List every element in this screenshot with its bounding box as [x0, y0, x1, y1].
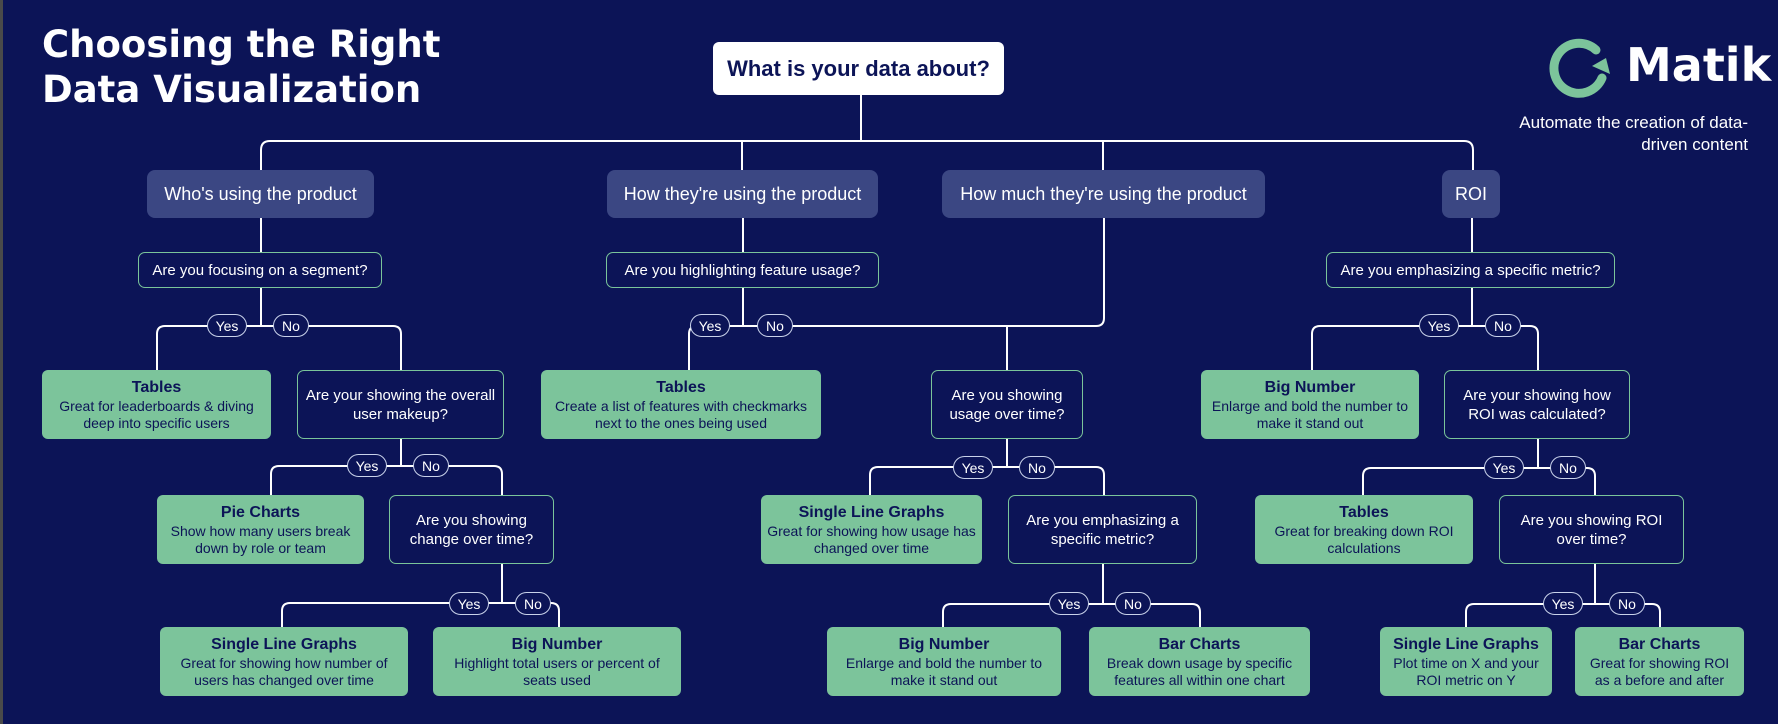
question-roi-calculated: Are your showing how ROI was calculated? — [1444, 370, 1630, 439]
answer-big-number-roi: Big Number Enlarge and bold the number t… — [1201, 370, 1419, 439]
no-pill: No — [273, 314, 309, 337]
answer-tables-features: Tables Create a list of features with ch… — [541, 370, 821, 439]
yes-pill: Yes — [347, 454, 387, 477]
answer-pie-charts: Pie Charts Show how many users break dow… — [157, 495, 364, 564]
brand-tagline: Automate the creation of data-driven con… — [1519, 113, 1748, 154]
answer-title: Bar Charts — [1158, 635, 1241, 653]
question-user-makeup: Are your showing the overall user makeup… — [297, 370, 504, 439]
question-specific-metric-usage: Are you emphasizing a specific metric? — [1008, 495, 1197, 564]
yes-pill: Yes — [207, 314, 247, 337]
question-usage-over-time: Are you showing usage over time? — [931, 370, 1083, 439]
left-edge-strip — [0, 0, 3, 724]
answer-title: Single Line Graphs — [211, 635, 357, 653]
category-roi: ROI — [1442, 170, 1500, 218]
question-change-over-time: Are you showing change over time? — [389, 495, 554, 564]
answer-description: Break down usage by specific features al… — [1106, 654, 1293, 688]
answer-title: Big Number — [898, 635, 990, 653]
answer-title: Big Number — [1264, 378, 1356, 396]
question-feature-usage: Are you highlighting feature usage? — [606, 252, 879, 288]
answer-title: Single Line Graphs — [798, 503, 945, 521]
no-pill: No — [1115, 592, 1151, 615]
answer-description: Great for leaderboards & diving deep int… — [59, 397, 254, 431]
answer-description: Great for showing ROI as a before and af… — [1589, 654, 1730, 688]
no-pill: No — [1019, 456, 1055, 479]
yes-pill: Yes — [1543, 592, 1583, 615]
answer-title: Big Number — [511, 635, 603, 653]
answer-bar-charts-usage: Bar Charts Break down usage by specific … — [1089, 627, 1310, 696]
answer-title: Tables — [1339, 503, 1389, 521]
answer-line-graphs-usage: Single Line Graphs Great for showing how… — [761, 495, 982, 564]
question-specific-metric-roi: Are you emphasizing a specific metric? — [1326, 252, 1615, 288]
answer-tables-leaderboards: Tables Great for leaderboards & diving d… — [42, 370, 271, 439]
answer-title: Bar Charts — [1618, 635, 1701, 653]
yes-pill: Yes — [1419, 314, 1459, 337]
answer-description: Great for breaking down ROI calculations — [1274, 522, 1454, 556]
category-who: Who's using the product — [147, 170, 374, 218]
category-how: How they're using the product — [607, 170, 878, 218]
answer-big-number-usage: Big Number Enlarge and bold the number t… — [827, 627, 1061, 696]
yes-pill: Yes — [953, 456, 993, 479]
answer-title: Single Line Graphs — [1393, 635, 1539, 653]
answer-line-graphs-users: Single Line Graphs Great for showing how… — [160, 627, 408, 696]
answer-line-graphs-roi: Single Line Graphs Plot time on X and yo… — [1380, 627, 1552, 696]
brand-name: Matik — [1626, 38, 1772, 92]
yes-pill: Yes — [1049, 592, 1089, 615]
matik-logo-icon — [1549, 38, 1610, 98]
yes-pill: Yes — [449, 592, 489, 615]
no-pill: No — [757, 314, 793, 337]
answer-description: Show how many users break down by role o… — [170, 522, 351, 556]
no-pill: No — [515, 592, 551, 615]
no-pill: No — [1485, 314, 1521, 337]
no-pill: No — [1550, 456, 1586, 479]
question-segment: Are you focusing on a segment? — [138, 252, 382, 288]
answer-description: Create a list of features with checkmark… — [554, 397, 808, 431]
answer-tables-roi: Tables Great for breaking down ROI calcu… — [1255, 495, 1473, 564]
answer-description: Enlarge and bold the number to make it s… — [845, 654, 1043, 688]
answer-title: Pie Charts — [220, 503, 301, 521]
answer-description: Highlight total users or percent of seat… — [454, 654, 660, 688]
root-question-box: What is your data about? — [713, 42, 1004, 95]
yes-pill: Yes — [690, 314, 730, 337]
category-how-much: How much they're using the product — [942, 170, 1265, 218]
answer-description: Great for showing how usage has changed … — [767, 522, 976, 556]
question-roi-over-time: Are you showing ROI over time? — [1499, 495, 1684, 564]
answer-title: Tables — [131, 378, 182, 396]
answer-description: Enlarge and bold the number to make it s… — [1211, 397, 1409, 431]
answer-description: Great for showing how number of users ha… — [180, 654, 388, 688]
answer-bar-charts-roi: Bar Charts Great for showing ROI as a be… — [1575, 627, 1744, 696]
no-pill: No — [413, 454, 449, 477]
answer-big-number-users: Big Number Highlight total users or perc… — [433, 627, 681, 696]
answer-description: Plot time on X and your ROI metric on Y — [1393, 654, 1539, 688]
answer-title: Tables — [656, 378, 706, 396]
no-pill: No — [1609, 592, 1645, 615]
page-title: Choosing the Right Data Visualization — [42, 23, 441, 111]
yes-pill: Yes — [1484, 456, 1524, 479]
